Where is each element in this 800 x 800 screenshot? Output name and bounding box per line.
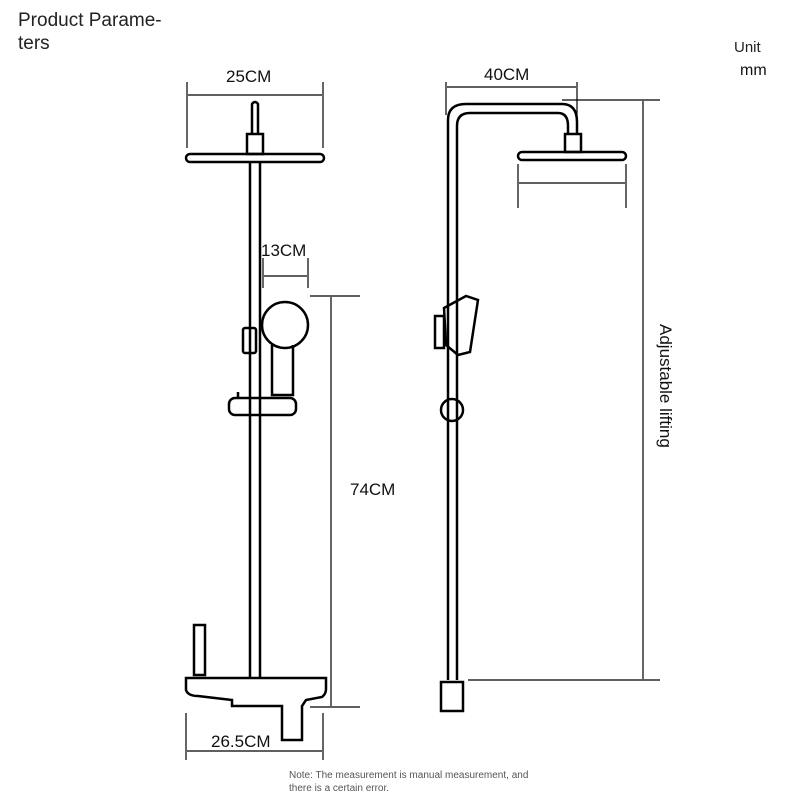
front-shelf [227,396,298,417]
label-handheld-offset: 13CM [261,241,306,260]
side-head-connector [563,132,583,154]
dim-base-width [185,713,324,760]
page-title-line1: Product Parame- [18,10,162,31]
label-arm-length: 40CM [484,65,529,84]
dim-rail-height [310,295,360,708]
dim-top-width [186,82,324,148]
side-shower-arm [446,102,579,680]
side-bracket [433,314,446,350]
front-mixer-base [184,676,328,742]
front-inlet-pipe [250,100,260,134]
note-line2: there is a certain error. [289,783,390,794]
front-spout [192,623,207,677]
label-adjustable-lifting: Adjustable lifting [656,324,675,448]
side-shelf-knob [439,397,465,423]
side-mixer [439,680,465,713]
page-title: Product Parame- ters [18,9,198,55]
front-head-connector [245,132,265,156]
front-handheld-bracket [241,326,258,355]
page-title-line2: ters [18,33,50,54]
side-shower-head [516,150,628,162]
label-top-width: 25CM [226,67,271,86]
note-line1: Note: The measurement is manual measurem… [289,770,529,781]
side-view [433,82,660,713]
unit-label: Unit [734,39,761,56]
dim-side-head [517,164,627,208]
measurement-note: Note: The measurement is manual measurem… [289,769,579,795]
front-view [184,82,360,760]
label-base-width: 26.5CM [211,732,271,751]
front-handheld-handle [270,345,295,397]
side-handheld [442,294,480,357]
unit-value: mm [740,62,767,79]
front-handheld-head [260,300,310,350]
dim-handheld [262,258,309,288]
label-rail-height: 74CM [350,480,395,499]
dim-adjustable [468,99,660,681]
